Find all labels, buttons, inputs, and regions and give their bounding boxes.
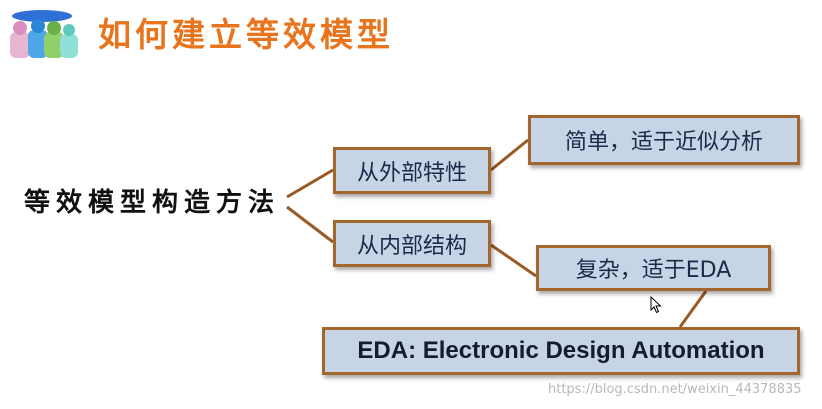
- node-simple-approximate: 简单，适于近似分析: [528, 115, 800, 165]
- node-eda-definition: EDA: Electronic Design Automation: [322, 327, 800, 375]
- node-external-characteristics: 从外部特性: [333, 147, 491, 194]
- connector-external-simple: [490, 138, 529, 172]
- node-complex-eda: 复杂，适于EDA: [536, 245, 771, 291]
- page-title: 如何建立等效模型: [98, 15, 394, 54]
- connector-root-external: [286, 168, 334, 199]
- connector-internal-complex: [490, 243, 537, 278]
- mouse-pointer-icon: [650, 295, 662, 318]
- root-label: 等效模型构造方法: [24, 188, 281, 218]
- watermark: https://blog.csdn.net/weixin_44378835: [548, 382, 802, 397]
- node-internal-structure: 从内部结构: [333, 220, 491, 267]
- connector-root-internal: [286, 205, 334, 244]
- people-group-logo-icon: [4, 6, 84, 62]
- connector-complex-eda: [678, 290, 708, 328]
